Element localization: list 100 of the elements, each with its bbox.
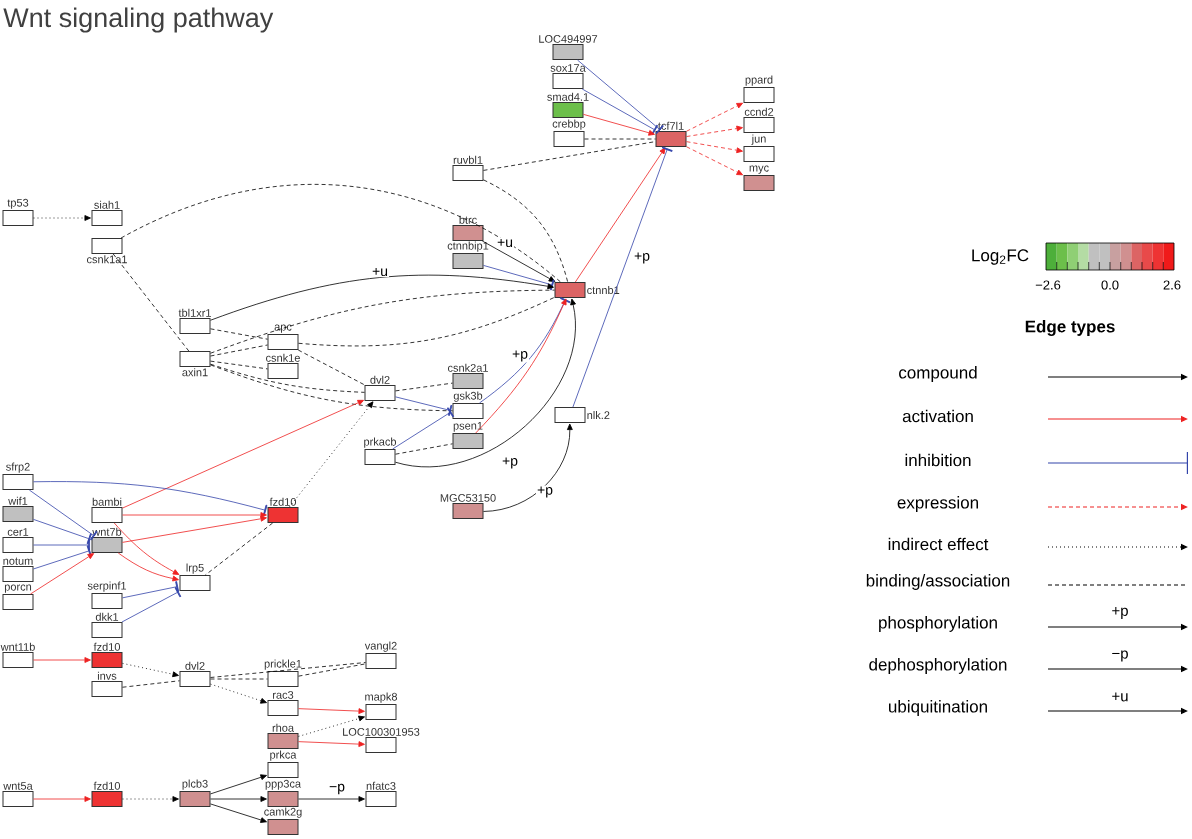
tick-label: 2.6 [1163, 280, 1181, 290]
node-label: smad4.1 [547, 92, 589, 101]
connector-line [112, 253, 190, 352]
arrow [686, 125, 743, 137]
node-label: plcb3 [182, 779, 208, 790]
arrow [122, 515, 267, 543]
connector-line [210, 662, 366, 678]
gene-box: csnk2a1 [448, 363, 488, 389]
gene-box: wnt5a [2, 782, 34, 807]
node-label: fzd10 [269, 497, 297, 506]
node-label: tp53 [7, 198, 29, 209]
tick-label: −2.6 [1035, 280, 1061, 290]
edge-label: +u [372, 267, 388, 277]
gene-box: psen1 [452, 421, 484, 449]
inhibition-line [122, 581, 180, 599]
node-label: nfatc3 [366, 781, 396, 790]
arrow [30, 553, 95, 595]
gene-box: btrc [452, 215, 484, 241]
inhibition-line [28, 489, 98, 541]
node-label: dvl2 [370, 375, 390, 384]
node-label: prkca [270, 750, 297, 761]
inhibition-line [395, 396, 453, 416]
arrow [475, 298, 567, 434]
gene-box: rac3 [267, 691, 299, 716]
gene-box: bambi [91, 497, 123, 523]
node-label: LOC494997 [539, 35, 598, 43]
legend-label: compound [899, 366, 977, 382]
edge-label: +p [634, 252, 650, 264]
arrow [298, 708, 365, 714]
gene-box: prkca [267, 750, 299, 778]
node-label: csnk1e [266, 353, 300, 362]
node-label: myc [749, 165, 769, 174]
gene-box: smad4.1 [547, 92, 589, 118]
gene-box: dkk1 [91, 612, 123, 638]
connector-line [210, 363, 365, 393]
gene-box: rhoa [267, 723, 299, 749]
node-label: wnt11b [0, 642, 35, 651]
gene-box: tcf7l1 [655, 121, 687, 147]
node-label: cer1 [7, 528, 29, 536]
gene-box: LOC100301953 [343, 728, 420, 753]
arrow [210, 683, 267, 704]
arrow [210, 774, 267, 795]
gene-box: axin1 [179, 351, 211, 377]
connector-line [210, 328, 268, 340]
connector-line [297, 349, 366, 386]
node-label: prickle1 [264, 659, 302, 670]
sample-label: +u [1112, 692, 1128, 702]
gene-box: wif1 [2, 496, 34, 522]
arrow [298, 715, 365, 737]
connector-line [210, 364, 453, 412]
node-label: notum [3, 557, 33, 565]
node-label: tbl1xr1 [178, 308, 211, 317]
node-label: wnt7b [92, 527, 122, 536]
node-label: ctnnbip1 [447, 241, 489, 252]
inhibition-line [33, 539, 90, 551]
node-label: siah1 [94, 200, 120, 209]
gene-box: ppp3ca [265, 779, 302, 807]
gene-box: plcb3 [179, 779, 211, 807]
gene-box: prkacb [364, 437, 397, 465]
arrow [395, 298, 576, 467]
gene-box: cer1 [2, 528, 34, 553]
node-label: gsk3b [453, 391, 483, 402]
node-label: dvl2 [185, 661, 205, 670]
arrow [686, 102, 743, 132]
connector-line [204, 522, 274, 576]
legend-heading: Edge types [1025, 320, 1115, 336]
gene-box: ctnnbip1 [447, 241, 489, 269]
gene-box: tbl1xr1 [178, 308, 211, 334]
connector-line [298, 296, 555, 347]
gene-box: ppard [743, 75, 775, 103]
edge-label: +u [497, 238, 513, 248]
gene-box: fzd10 [267, 497, 299, 523]
node-label: ppard [745, 75, 773, 86]
connector-line [210, 289, 555, 354]
arrow [33, 796, 91, 802]
legend-label: inhibition [905, 453, 971, 467]
node-label: nlk.2 [587, 411, 610, 419]
gene-box: fzd10 [91, 781, 123, 807]
gene-box: vangl2 [364, 641, 397, 669]
node-label: fzd10 [93, 642, 121, 651]
gene-box: ctnnb1 [554, 282, 620, 298]
node-label: rhoa [272, 723, 295, 732]
node-label: apc [274, 324, 292, 333]
inhibition-line [33, 519, 92, 545]
gene-box: gsk3b [452, 391, 484, 419]
arrow [210, 803, 267, 823]
inhibition-line [33, 545, 92, 570]
node-label: jun [751, 134, 766, 145]
connector-line [584, 138, 656, 140]
inhibition-line [577, 59, 664, 135]
node-label: rac3 [273, 691, 294, 699]
node-label: csnk2a1 [447, 363, 488, 372]
sample-label: +p [1112, 607, 1128, 619]
node-label: invs [97, 671, 117, 680]
gene-box: sox17a [550, 64, 586, 89]
connector-line [210, 360, 268, 370]
node-label: psen1 [453, 421, 483, 432]
arrow [686, 146, 743, 176]
node-label: btrc [459, 215, 477, 224]
connector-line [395, 382, 453, 392]
